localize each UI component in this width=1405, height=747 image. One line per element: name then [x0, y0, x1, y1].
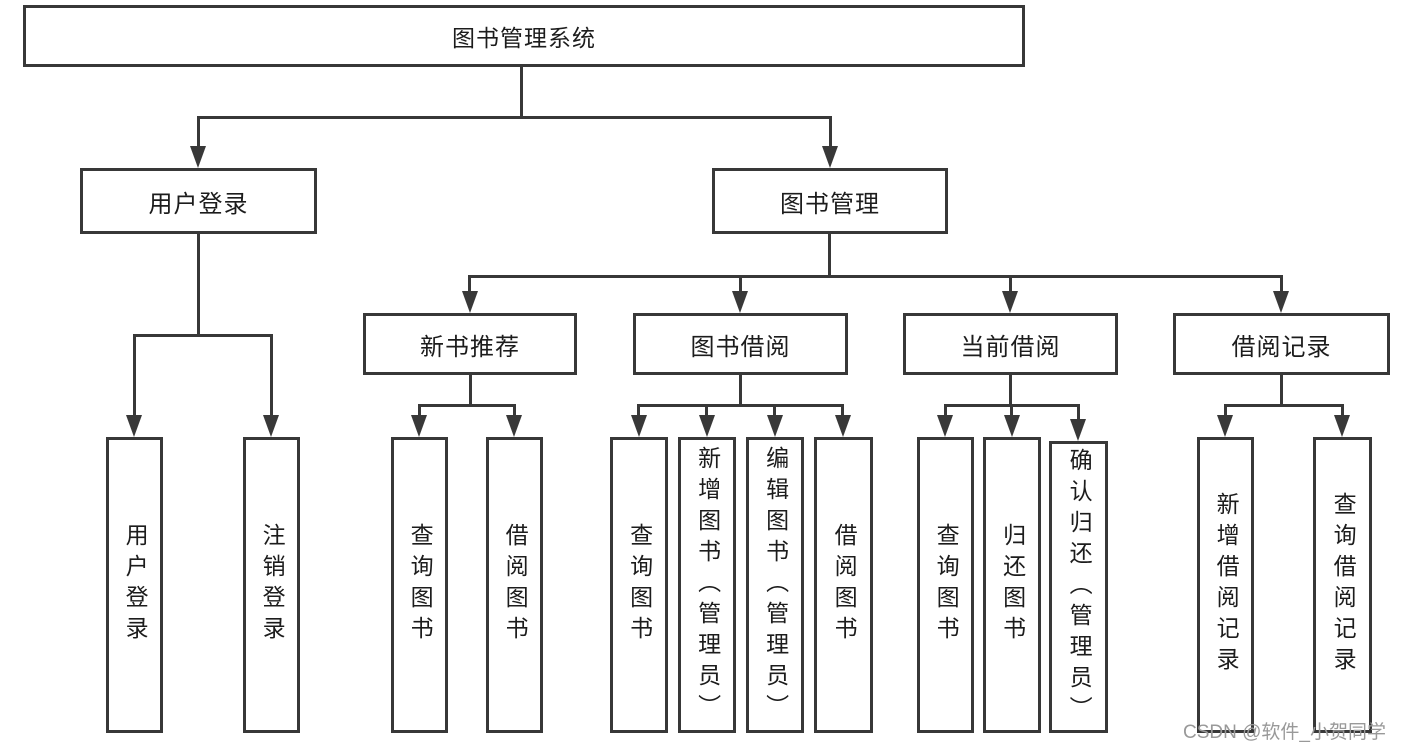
node-user-login: 用户登录	[80, 168, 317, 234]
arrowhead-icon	[190, 146, 206, 168]
connector-line	[1009, 275, 1012, 293]
leaf-label: 查询图书	[626, 523, 653, 647]
arrowhead-icon	[1273, 291, 1289, 313]
connector-line	[637, 404, 844, 407]
node-borrowing-records: 借阅记录	[1173, 313, 1390, 375]
arrowhead-icon	[732, 291, 748, 313]
leaf-label: 借阅图书	[502, 523, 529, 647]
connector-line	[739, 375, 742, 407]
leaf-borrow-books: 借阅图书	[814, 437, 873, 733]
connector-line	[841, 404, 844, 417]
leaf-label: 查询图书	[933, 523, 960, 647]
connector-line	[469, 375, 472, 407]
arrowhead-icon	[631, 415, 647, 437]
node-label: 图书管理	[780, 190, 880, 218]
connector-line	[1224, 404, 1344, 407]
arrowhead-icon	[1334, 415, 1350, 437]
leaf-return-books: 归还图书	[983, 437, 1041, 733]
node-book-management: 图书管理	[712, 168, 948, 234]
leaf-query-books-current: 查询图书	[917, 437, 974, 733]
leaf-label: 注销登录	[259, 523, 286, 647]
arrowhead-icon	[411, 415, 427, 437]
node-label: 新书推荐	[420, 333, 520, 361]
leaf-user-login: 用户登录	[106, 437, 163, 733]
node-label: 用户登录	[148, 190, 249, 218]
leaf-label: 确认归还（管理员）	[1066, 447, 1093, 727]
connector-line	[1280, 375, 1283, 407]
connector-line	[133, 334, 273, 337]
arrowhead-icon	[699, 415, 715, 437]
connector-line	[513, 404, 516, 417]
leaf-label: 查询借阅记录	[1330, 492, 1357, 678]
connector-line	[418, 404, 516, 407]
arrowhead-icon	[767, 415, 783, 437]
connector-line	[197, 116, 831, 119]
connector-line	[418, 404, 421, 417]
node-label: 当前借阅	[960, 333, 1061, 361]
arrowhead-icon	[263, 415, 279, 437]
node-label: 借阅记录	[1231, 333, 1332, 361]
node-new-book-recommendation: 新书推荐	[363, 313, 577, 375]
leaf-query-books-recommend: 查询图书	[391, 437, 448, 733]
arrowhead-icon	[1217, 415, 1233, 437]
arrowhead-icon	[126, 415, 142, 437]
connector-line	[1077, 404, 1080, 421]
connector-line	[739, 275, 742, 293]
csdn-watermark: CSDN @软件_小贺同学	[1183, 722, 1386, 743]
connector-line	[197, 116, 200, 150]
node-label: 图书借阅	[690, 333, 791, 361]
arrowhead-icon	[835, 415, 851, 437]
leaf-label: 归还图书	[999, 523, 1026, 647]
node-book-borrowing: 图书借阅	[633, 313, 848, 375]
leaf-label: 查询图书	[407, 523, 434, 647]
connector-line	[828, 234, 831, 277]
leaf-label: 新增图书（管理员）	[694, 445, 721, 725]
connector-line	[197, 234, 200, 336]
connector-line	[944, 404, 947, 417]
arrowhead-icon	[1070, 419, 1086, 441]
leaf-confirm-return-admin: 确认归还（管理员）	[1049, 441, 1108, 733]
connector-line	[1341, 404, 1344, 417]
arrowhead-icon	[937, 415, 953, 437]
leaf-add-borrow-record: 新增借阅记录	[1197, 437, 1254, 733]
node-label: 图书管理系统	[452, 25, 596, 51]
connector-line	[1224, 404, 1227, 417]
arrowhead-icon	[1004, 415, 1020, 437]
leaf-label: 用户登录	[122, 523, 149, 647]
connector-line	[270, 334, 273, 416]
connector-line	[829, 116, 832, 150]
arrowhead-icon	[1002, 291, 1018, 313]
leaf-label: 借阅图书	[831, 523, 858, 647]
connector-line	[1280, 275, 1283, 293]
connector-line	[773, 404, 776, 417]
connector-line	[705, 404, 708, 417]
leaf-label: 新增借阅记录	[1213, 492, 1240, 678]
arrowhead-icon	[822, 146, 838, 168]
connector-line	[469, 275, 1283, 278]
leaf-query-books-borrowing: 查询图书	[610, 437, 668, 733]
arrowhead-icon	[462, 291, 478, 313]
leaf-borrow-books-recommend: 借阅图书	[486, 437, 543, 733]
node-current-borrowing: 当前借阅	[903, 313, 1118, 375]
leaf-label: 编辑图书（管理员）	[762, 445, 789, 725]
node-library-management-system: 图书管理系统	[23, 5, 1025, 67]
leaf-query-borrow-record: 查询借阅记录	[1313, 437, 1372, 733]
connector-line	[1009, 375, 1012, 407]
connector-line	[1010, 404, 1013, 417]
connector-line	[133, 334, 136, 416]
connector-line	[637, 404, 640, 417]
leaf-edit-books-admin: 编辑图书（管理员）	[746, 437, 804, 733]
arrowhead-icon	[506, 415, 522, 437]
connector-line	[520, 67, 523, 117]
connector-line	[468, 275, 471, 293]
leaf-logout: 注销登录	[243, 437, 300, 733]
leaf-add-books-admin: 新增图书（管理员）	[678, 437, 736, 733]
